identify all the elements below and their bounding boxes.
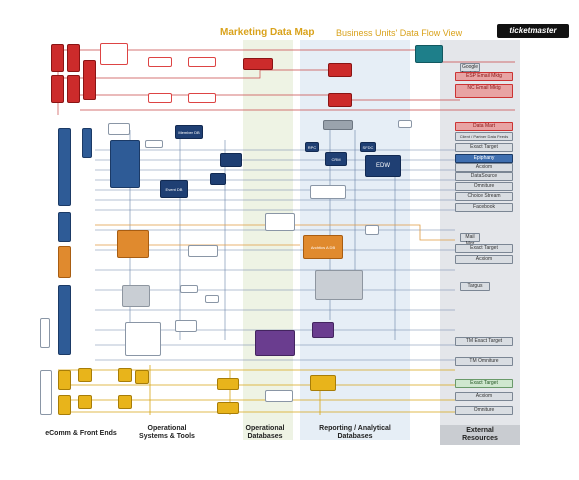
ecomm-red-2: [67, 44, 80, 72]
ext-acxiom-1: Acxiom: [455, 163, 513, 172]
rep-teal: [415, 45, 443, 63]
rep-box-3: [365, 225, 379, 235]
rep-box-1: [310, 185, 346, 199]
ecomm-white-1: [40, 318, 50, 348]
ecomm-orange-1: [58, 246, 71, 278]
ext-google-analytics: Google Analytics: [460, 63, 481, 77]
ext-data-mart: Data Mart: [455, 122, 513, 131]
sfdc-node: SFDC: [360, 142, 376, 152]
op-box-3: [188, 245, 218, 257]
rpc-node: RPC: [305, 142, 319, 152]
op-red-3: [188, 57, 216, 67]
ecomm-red-4: [67, 75, 80, 103]
ecomm-blue-1: [58, 128, 71, 206]
op-red-1: [100, 43, 128, 65]
label-operational-systems: Operational Systems & Tools: [139, 425, 195, 440]
ext-choice-stream: Choice Stream: [455, 192, 513, 201]
op-gray-1: [122, 285, 150, 307]
label-ecomm: eComm & Front Ends: [45, 430, 117, 437]
opdb-blue-2: [220, 153, 242, 167]
ext-mail-mgr: Mail Mgr: [460, 233, 480, 247]
op-orange-stack: [117, 230, 149, 258]
rep-box-4: [398, 120, 412, 128]
op-stack-1: [110, 140, 140, 188]
ext-facebook: Facebook: [455, 203, 513, 212]
rep-purple: [312, 322, 334, 338]
label-reporting: Reporting / Analytical Databases: [319, 425, 391, 440]
ext-nc-email: NC Email Mktg: [455, 84, 513, 98]
event-db: Event DB: [160, 180, 188, 198]
op-yellow-4: [118, 395, 132, 409]
ecomm-yellow-2: [58, 395, 71, 415]
opdb-purple: [255, 330, 295, 356]
ext-targus: Targus: [460, 282, 490, 291]
ext-acxiom-2: Acxiom: [455, 255, 513, 264]
ext-exact-target-2: Exact Target: [455, 244, 513, 253]
op-red-2: [148, 57, 172, 67]
diagram-subtitle: Business Units' Data Flow View: [336, 28, 463, 38]
opdb-blue-3: [210, 173, 226, 185]
ext-omniture-1: Omniture: [455, 182, 513, 191]
ext-tm-exact-target: TM Exact Target: [455, 337, 513, 346]
op-yellow-1: [78, 368, 92, 382]
ecomm-yellow-1: [58, 370, 71, 390]
op-yellow-3: [118, 368, 132, 382]
ext-exact-target-1: Exact Target: [455, 143, 513, 152]
ext-tm-omniture: TM Omniture: [455, 357, 513, 366]
ecomm-red-5: [83, 60, 96, 100]
ecomm-red-3: [51, 75, 64, 103]
op-box-1: [108, 123, 130, 135]
op-yellow-2: [78, 395, 92, 409]
ecomm-red-1: [51, 44, 64, 72]
opdb-box-3: [265, 390, 293, 402]
op-yellow-5: [135, 370, 149, 384]
ext-datasource: DataSource: [455, 172, 513, 181]
edw-node: EDW: [365, 155, 401, 177]
ext-acxiom-3: Acxiom: [455, 392, 513, 401]
op-red-4: [148, 93, 172, 103]
ecomm-blue-2: [58, 212, 71, 242]
rep-red-1: [328, 63, 352, 77]
op-box-2: [145, 140, 163, 148]
op-box-5: [175, 320, 197, 332]
opdb-box-2: [205, 295, 219, 303]
diagram-title: Marketing Data Map: [220, 27, 315, 38]
crm-node: CRM: [325, 152, 347, 166]
ext-esp-email: ESP Email Mktg: [455, 72, 513, 81]
opdb-box-1: [180, 285, 198, 293]
rep-red-2: [328, 93, 352, 107]
rep-yellow: [310, 375, 336, 391]
label-external: External Resources: [440, 425, 520, 445]
member-db: Member DB: [175, 125, 203, 139]
ext-epiphany: Epiphany: [455, 154, 513, 163]
rep-box-2: [265, 213, 295, 231]
op-red-5: [188, 93, 216, 103]
archtics-db: Archtics A DB: [303, 235, 343, 259]
ecomm-white-2: [40, 370, 52, 415]
ext-omniture-2: Omniture: [455, 406, 513, 415]
opdb-red-1: [243, 58, 273, 70]
band-operational-db: [243, 40, 293, 440]
opdb-yellow-2: [217, 402, 239, 414]
ext-client-feeds: Client / Partner Data Feeds: [455, 132, 513, 141]
label-operational-db: Operational Databases: [245, 425, 285, 440]
op-box-4: [125, 322, 161, 356]
opdb-yellow-1: [217, 378, 239, 390]
rep-gray-1: [323, 120, 353, 130]
ext-exact-target-3: Exact Target: [455, 379, 513, 388]
ecomm-blue-4: [82, 128, 92, 158]
ticketmaster-logo: ticketmaster: [497, 24, 569, 38]
ecomm-blue-3: [58, 285, 71, 355]
rep-gray-stack: [315, 270, 363, 300]
